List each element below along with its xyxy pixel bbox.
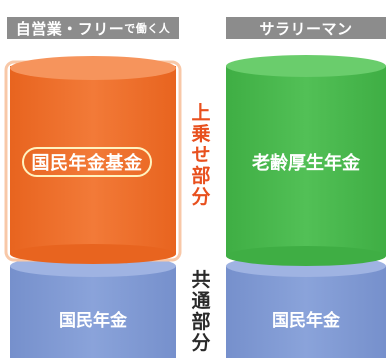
left-national-pension-label: 国民年金 <box>59 310 127 331</box>
upper-portion-char: 乗 <box>191 123 211 145</box>
common-portion-char: 分 <box>191 332 211 354</box>
old-age-employees-pension-label: 老齢厚生年金 <box>252 153 360 174</box>
header-self-employed-small: で働く人 <box>124 22 171 35</box>
common-portion-label: 共 通 部 分 <box>189 270 213 354</box>
left-lower-cylinder <box>10 255 176 358</box>
header-salaryman: サラリーマン <box>226 17 386 39</box>
upper-portion-char: せ <box>191 144 211 166</box>
common-portion-char: 共 <box>191 269 211 291</box>
header-salaryman-label: サラリーマン <box>259 19 353 38</box>
upper-portion-char: 分 <box>191 186 211 208</box>
right-upper-cylinder <box>226 55 386 266</box>
common-portion-char: 通 <box>191 290 211 312</box>
header-self-employed: 自営業・フリーで働く人 <box>7 17 179 39</box>
upper-portion-label: 上 乗 せ 部 分 <box>189 103 213 208</box>
upper-portion-char: 部 <box>191 165 211 187</box>
pension-fund-label: 国民年金基金 <box>22 147 152 177</box>
header-self-employed-main: 自営業・フリー <box>15 19 125 38</box>
common-portion-char: 部 <box>191 311 211 333</box>
right-national-pension-label: 国民年金 <box>272 310 340 331</box>
upper-portion-char: 上 <box>191 102 211 124</box>
